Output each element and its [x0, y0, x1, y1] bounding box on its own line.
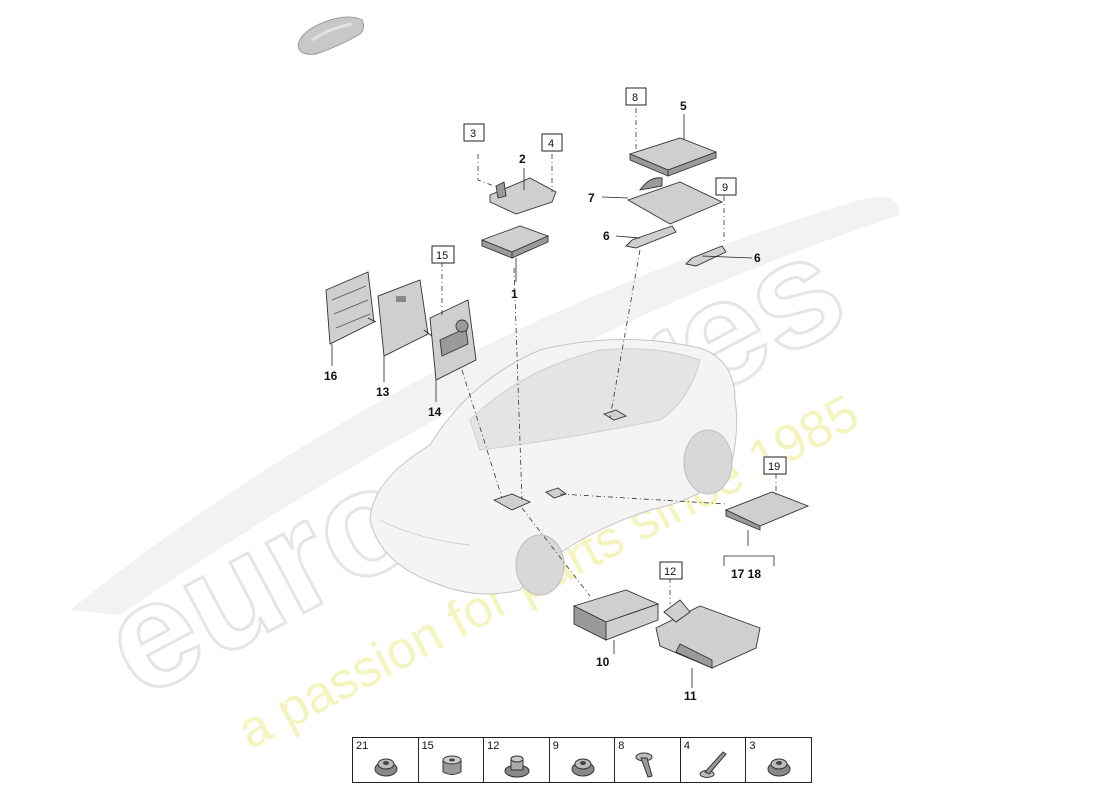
fastener-cell-12: 12: [483, 737, 550, 783]
part-number-labels: 1 2 5 6 6 7 10 11 13 14 16 17 18: [324, 99, 761, 703]
strap-part-6a: [625, 225, 677, 249]
fastener-number: 3: [749, 740, 756, 752]
sleeve-nut-icon: [442, 755, 462, 775]
part-label-1: 1: [511, 287, 518, 301]
part-label-5: 5: [680, 99, 687, 113]
installed-part-markers: [492, 409, 628, 511]
boxed-label-12: 12: [659, 561, 683, 580]
boxed-label-15: 15: [431, 245, 455, 264]
part-label-10: 10: [596, 655, 610, 669]
boxed-label-19: 19: [763, 456, 787, 475]
panel-part-13: [377, 279, 429, 357]
fastener-number: 4: [683, 740, 690, 752]
svg-text:9: 9: [722, 182, 728, 194]
tray-part-7: [626, 177, 724, 225]
fastener-cell-4: 4: [679, 737, 747, 783]
fastener-cell-15: 15: [417, 737, 485, 783]
part-label-14: 14: [428, 405, 442, 419]
short-screw-icon: [635, 752, 653, 778]
fastener-number: 15: [421, 740, 434, 752]
panel-part-16: [325, 271, 375, 345]
part-label-13: 13: [376, 385, 390, 399]
part-label-11: 11: [684, 689, 697, 703]
nut-icon: [571, 758, 595, 777]
part-label-17-18: 17 18: [731, 567, 761, 581]
flange-nut-icon: [504, 755, 530, 778]
fastener-cell-3: 3: [745, 737, 812, 783]
fastener-legend-table: 21 15 12 9: [352, 737, 812, 783]
part-label-6a: 6: [603, 229, 610, 243]
fastener-number: 9: [552, 740, 559, 752]
control-unit-part-1: [480, 225, 550, 259]
bracket-part-2: [489, 177, 557, 215]
frame-part-14: [429, 299, 477, 381]
control-unit-part-17-18: [724, 491, 810, 531]
fastener-number: 12: [487, 740, 500, 752]
control-unit-part-10: [572, 589, 660, 641]
svg-text:8: 8: [632, 92, 638, 104]
svg-text:3: 3: [470, 128, 476, 140]
nut-icon: [767, 758, 791, 777]
long-bolt-icon: [699, 751, 727, 778]
module-part-5: [628, 137, 718, 177]
boxed-label-4: 4: [541, 133, 563, 152]
nut-icon: [374, 758, 398, 777]
leader-lines: [331, 114, 775, 688]
fastener-number: 8: [618, 740, 625, 752]
boxed-label-9: 9: [715, 177, 737, 196]
boxed-label-3: 3: [463, 123, 485, 142]
fastener-cell-21: 21: [352, 737, 419, 783]
part-label-16: 16: [324, 369, 338, 383]
svg-text:4: 4: [548, 138, 554, 150]
car-thumbnail-icon: [297, 16, 365, 55]
part-label-7: 7: [588, 191, 595, 205]
fastener-cell-9: 9: [548, 737, 616, 783]
fastener-row: 21 15 12 9: [352, 737, 812, 783]
connection-lines: [441, 108, 777, 604]
part-label-6b: 6: [754, 251, 761, 265]
boxed-reference-labels: 3 4 8 9 12 15 19: [431, 87, 787, 580]
svg-text:12: 12: [664, 566, 676, 578]
mounting-rack-part-11: [655, 599, 761, 669]
boxed-label-8: 8: [625, 87, 647, 106]
part-label-2: 2: [519, 152, 526, 166]
fastener-cell-8: 8: [614, 737, 681, 783]
svg-text:15: 15: [436, 250, 448, 262]
vehicle-outline: [369, 338, 738, 596]
svg-text:19: 19: [768, 461, 780, 473]
fastener-number: 21: [356, 740, 369, 752]
